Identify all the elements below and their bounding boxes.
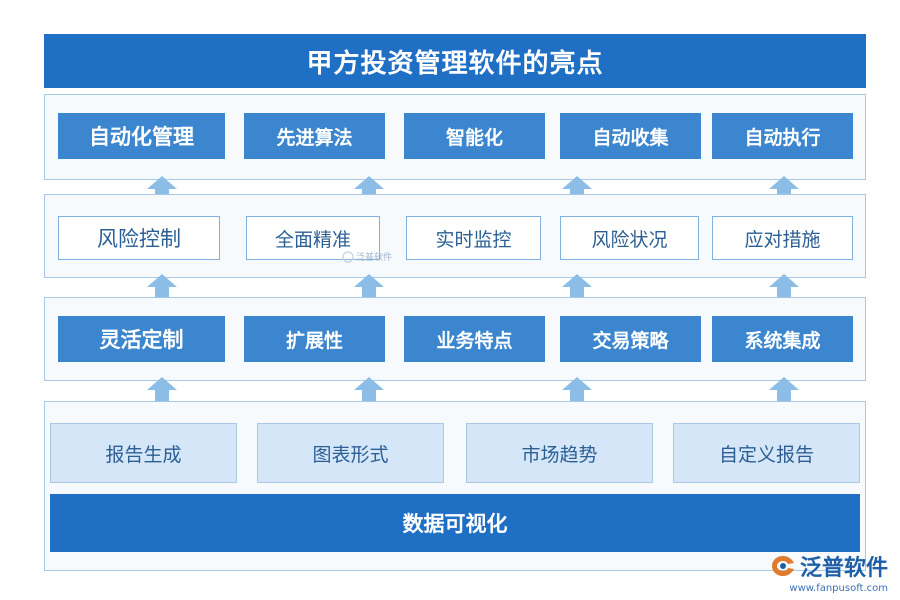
box-custom-report: 自定义报告 [673,423,860,483]
watermark-text: 泛普软件 [356,253,393,263]
box-auto-collect: 自动收集 [560,113,701,159]
up-arrow-icon [354,176,384,204]
box-report-generation: 报告生成 [50,423,237,483]
box-business-features: 业务特点 [404,316,545,362]
box-chart-form: 图表形式 [257,423,444,483]
watermark-logo-icon [342,250,354,263]
page-title: 甲方投资管理软件的亮点 [44,34,866,88]
up-arrow-icon [147,377,177,405]
up-arrow-icon [562,176,592,204]
brand-name: 泛普软件 [799,556,888,581]
up-arrow-icon [769,274,799,302]
up-arrow-icon [769,377,799,405]
box-auto-management: 自动化管理 [58,113,225,159]
box-risk-control: 风险控制 [58,216,220,260]
box-trading-strategy: 交易策略 [560,316,701,362]
box-realtime-monitor: 实时监控 [406,216,541,260]
box-countermeasures: 应对措施 [712,216,853,260]
up-arrow-icon [147,274,177,302]
data-visualization-bar: 数据可视化 [50,494,860,552]
up-arrow-icon [354,274,384,302]
box-system-integration: 系统集成 [712,316,853,362]
box-flexible-custom: 灵活定制 [58,316,225,362]
box-market-trend: 市场趋势 [466,423,653,483]
up-arrow-icon [354,377,384,405]
box-comprehensive-precise: 全面精准 [246,216,380,260]
brand-logo-icon [771,556,794,576]
brand-url: www.fanpusoft.com [789,583,888,594]
box-auto-execute: 自动执行 [712,113,853,159]
box-advanced-algorithm: 先进算法 [244,113,385,159]
box-intelligence: 智能化 [404,113,545,159]
up-arrow-icon [562,377,592,405]
up-arrow-icon [769,176,799,204]
up-arrow-icon [562,274,592,302]
watermark: 泛普软件 [342,250,392,263]
box-extensibility: 扩展性 [244,316,385,362]
brand-logo: 泛普软件 www.fanpusoft.com [770,550,888,594]
up-arrow-icon [147,176,177,204]
box-risk-status: 风险状况 [560,216,699,260]
